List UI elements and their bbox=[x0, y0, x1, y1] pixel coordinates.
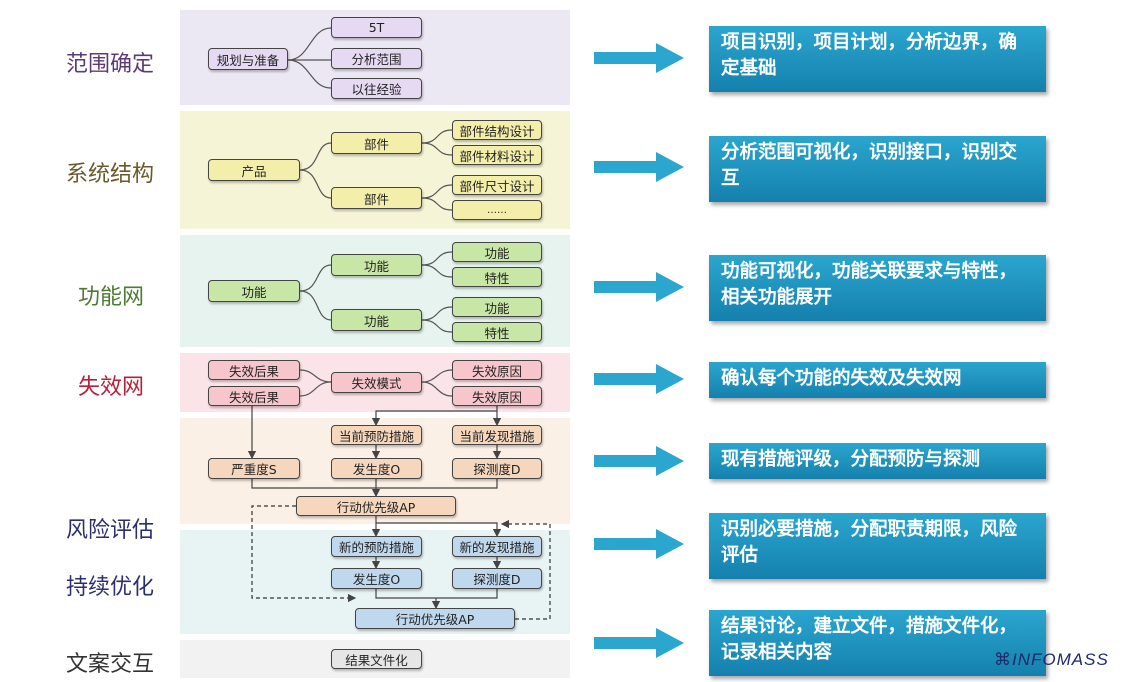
node-risk-occurrence: 发生度O bbox=[331, 458, 422, 479]
node-failure-cause-2: 失效原因 bbox=[452, 386, 542, 406]
node-scope-experience: 以往经验 bbox=[331, 78, 422, 99]
node-opt-detection: 新的发现措施 bbox=[452, 536, 542, 557]
node-failure-effect-1: 失效后果 bbox=[208, 360, 300, 380]
node-function-main: 功能 bbox=[208, 280, 300, 302]
arrow-right-icon bbox=[594, 364, 684, 394]
node-opt-occurrence: 发生度O bbox=[331, 568, 422, 589]
step-label-risk: 风险评估 bbox=[66, 518, 155, 543]
node-structure-design-3: 部件尺寸设计 bbox=[452, 175, 542, 195]
node-opt-action-priority: 行动优先级AP bbox=[355, 608, 515, 629]
step-label-document: 文案交互 bbox=[66, 652, 155, 677]
callout-document: 结果讨论，建立文件，措施文件化，记录相关内容 bbox=[709, 610, 1046, 676]
node-risk-action-priority: 行动优先级AP bbox=[296, 496, 456, 516]
logo-mark-icon: ⌘ bbox=[994, 650, 1012, 669]
node-scope-planning: 规划与准备 bbox=[208, 48, 288, 70]
node-failure-cause-1: 失效原因 bbox=[452, 360, 542, 380]
node-function-sub-1: 功能 bbox=[331, 254, 422, 276]
node-function-f1: 功能 bbox=[452, 242, 542, 262]
callout-function: 功能可视化，功能关联要求与特性，相关功能展开 bbox=[709, 255, 1046, 321]
node-opt-detectability: 探测度D bbox=[452, 568, 542, 589]
callout-risk: 现有措施评级，分配预防与探测 bbox=[709, 443, 1046, 479]
node-risk-detectability: 探测度D bbox=[452, 458, 542, 479]
node-structure-design-2: 部件材料设计 bbox=[452, 145, 542, 165]
node-document-results: 结果文件化 bbox=[331, 649, 422, 669]
step-label-function: 功能网 bbox=[78, 285, 145, 310]
step-label-scope: 范围确定 bbox=[66, 52, 155, 77]
step-label-optimize: 持续优化 bbox=[66, 575, 155, 600]
node-structure-part-2: 部件 bbox=[331, 187, 422, 209]
node-structure-more: …… bbox=[452, 200, 542, 220]
step-label-failure: 失效网 bbox=[78, 375, 145, 400]
node-function-sub-2: 功能 bbox=[331, 309, 422, 331]
node-scope-5t: 5T bbox=[331, 17, 422, 38]
arrow-right-icon bbox=[594, 446, 684, 476]
node-structure-product: 产品 bbox=[208, 159, 300, 181]
callout-structure: 分析范围可视化，识别接口，识别交互 bbox=[709, 136, 1046, 202]
node-opt-prevention: 新的预防措施 bbox=[331, 536, 422, 557]
node-failure-mode: 失效模式 bbox=[331, 372, 422, 393]
arrow-right-icon bbox=[594, 272, 684, 302]
callout-optimize: 识别必要措施，分配职责期限，风险评估 bbox=[709, 513, 1046, 579]
arrow-right-icon bbox=[594, 43, 684, 73]
logo-text: INFOMASS bbox=[1012, 650, 1109, 669]
step-label-structure: 系统结构 bbox=[66, 162, 155, 187]
infomass-logo: ⌘INFOMASS bbox=[994, 650, 1109, 670]
callout-failure: 确认每个功能的失效及失效网 bbox=[709, 362, 1046, 398]
arrow-right-icon bbox=[594, 152, 684, 182]
node-function-c2: 特性 bbox=[452, 322, 542, 342]
node-function-f2: 功能 bbox=[452, 297, 542, 317]
arrow-right-icon bbox=[594, 529, 684, 559]
arrow-right-icon bbox=[594, 628, 684, 658]
node-failure-effect-2: 失效后果 bbox=[208, 386, 300, 406]
node-structure-design-1: 部件结构设计 bbox=[452, 120, 542, 140]
node-risk-detection: 当前发现措施 bbox=[452, 425, 542, 445]
node-structure-part-1: 部件 bbox=[331, 132, 422, 154]
node-function-c1: 特性 bbox=[452, 267, 542, 287]
callout-scope: 项目识别，项目计划，分析边界，确定基础 bbox=[709, 26, 1046, 92]
node-risk-severity: 严重度S bbox=[208, 458, 300, 479]
node-scope-range: 分析范围 bbox=[331, 48, 422, 69]
node-risk-prevention: 当前预防措施 bbox=[331, 425, 422, 445]
